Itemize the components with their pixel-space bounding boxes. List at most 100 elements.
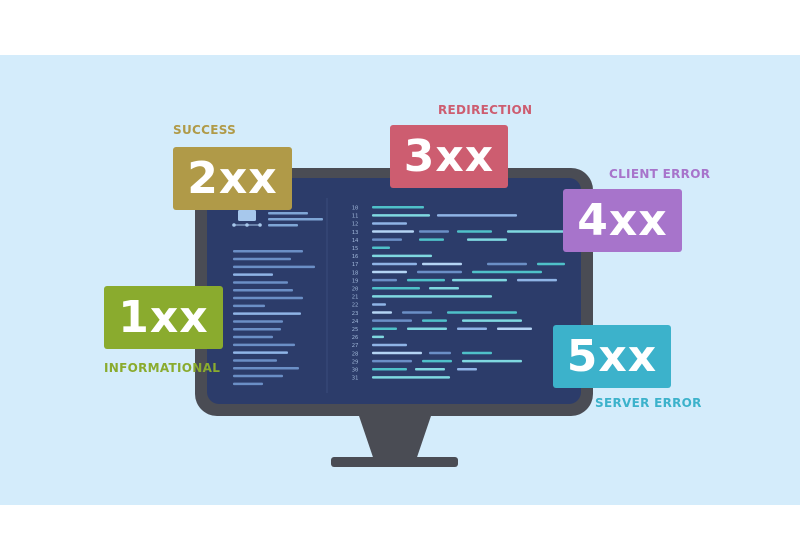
code-line — [233, 257, 291, 261]
line-number: 17 — [352, 262, 359, 268]
code-line — [372, 270, 407, 274]
code-line — [372, 295, 492, 298]
diagram-icon — [238, 210, 256, 221]
line-number: 29 — [352, 359, 359, 365]
status-label-redirection: REDIRECTION — [438, 103, 533, 117]
code-line — [372, 311, 392, 314]
code-line — [372, 262, 417, 266]
monitor-stand-base — [331, 457, 458, 467]
code-line — [422, 359, 452, 363]
status-card-2xx: 2xx — [173, 147, 292, 210]
code-line — [268, 218, 323, 221]
code-line — [537, 262, 565, 266]
code-line — [507, 230, 567, 233]
line-number: 25 — [352, 327, 359, 333]
status-code-4xx: 4xx — [577, 195, 668, 246]
code-line — [497, 327, 532, 330]
code-line — [422, 319, 447, 322]
code-line — [419, 238, 444, 241]
line-number: 19 — [352, 278, 359, 284]
status-code-3xx: 3xx — [403, 131, 495, 182]
code-line — [233, 265, 315, 269]
diagram-icon — [258, 223, 262, 227]
status-card-4xx: 4xx — [563, 189, 682, 252]
code-line — [372, 287, 420, 290]
code-line — [372, 254, 432, 258]
code-line — [233, 250, 303, 253]
code-line — [467, 238, 507, 241]
line-number: 26 — [352, 335, 359, 341]
code-line — [457, 230, 492, 233]
line-number: 11 — [352, 214, 359, 220]
line-number: 12 — [352, 222, 359, 228]
status-card-1xx: 1xx — [104, 286, 223, 349]
line-number: 27 — [352, 343, 359, 349]
line-number: 31 — [352, 376, 359, 382]
line-number: 14 — [352, 238, 359, 244]
code-line — [487, 262, 527, 266]
code-line — [233, 273, 273, 276]
status-label-informational: INFORMATIONAL — [104, 361, 221, 375]
line-number: 28 — [352, 351, 359, 357]
line-number: 20 — [352, 287, 359, 293]
code-line — [415, 368, 445, 371]
code-line — [462, 359, 522, 363]
code-line — [452, 278, 507, 282]
status-label-success: SUCCESS — [173, 123, 237, 137]
code-line — [233, 304, 265, 308]
code-line — [407, 327, 447, 330]
code-line — [447, 311, 517, 314]
line-number: 30 — [352, 368, 359, 374]
status-code-5xx: 5xx — [566, 331, 658, 382]
line-number: 23 — [352, 311, 359, 317]
code-line — [372, 246, 390, 249]
code-line — [422, 262, 462, 266]
status-label-server-error: SERVER ERROR — [595, 396, 702, 410]
code-line — [457, 327, 487, 330]
code-line — [402, 311, 432, 314]
code-line — [372, 222, 407, 225]
code-line — [233, 374, 283, 378]
code-line — [372, 303, 386, 306]
code-line — [462, 351, 492, 355]
code-line — [372, 335, 384, 339]
code-line — [472, 270, 542, 274]
code-editor-illustration: 1011121314151617181920212223242526272829… — [232, 198, 567, 393]
diagram-icon — [232, 223, 236, 227]
code-line — [372, 368, 407, 371]
line-number: 22 — [352, 303, 359, 309]
line-number: 13 — [352, 230, 359, 236]
code-line — [233, 281, 288, 284]
code-line — [372, 278, 397, 282]
code-line — [372, 319, 412, 322]
line-number: 18 — [352, 270, 359, 276]
code-line — [233, 359, 277, 362]
code-line — [233, 343, 295, 347]
status-card-3xx: 3xx — [390, 125, 508, 188]
code-line — [233, 367, 299, 370]
status-code-1xx: 1xx — [118, 292, 209, 343]
code-line — [517, 278, 557, 282]
code-line — [372, 351, 422, 355]
code-line — [372, 214, 430, 217]
line-number: 16 — [352, 254, 359, 260]
code-line — [429, 351, 451, 355]
code-line — [233, 351, 288, 354]
status-card-5xx: 5xx — [553, 325, 671, 388]
status-label-client-error: CLIENT ERROR — [609, 167, 711, 181]
code-line — [268, 212, 308, 215]
status-code-2xx: 2xx — [187, 153, 278, 204]
code-line — [437, 214, 517, 217]
code-line — [417, 270, 462, 274]
code-line — [407, 278, 445, 282]
code-line — [372, 343, 407, 347]
code-line — [372, 238, 402, 241]
code-line — [462, 319, 522, 322]
code-line — [233, 312, 301, 315]
code-line — [457, 368, 477, 371]
code-line — [372, 359, 412, 363]
code-line — [233, 382, 263, 386]
code-line — [372, 230, 414, 233]
code-line — [372, 376, 450, 379]
